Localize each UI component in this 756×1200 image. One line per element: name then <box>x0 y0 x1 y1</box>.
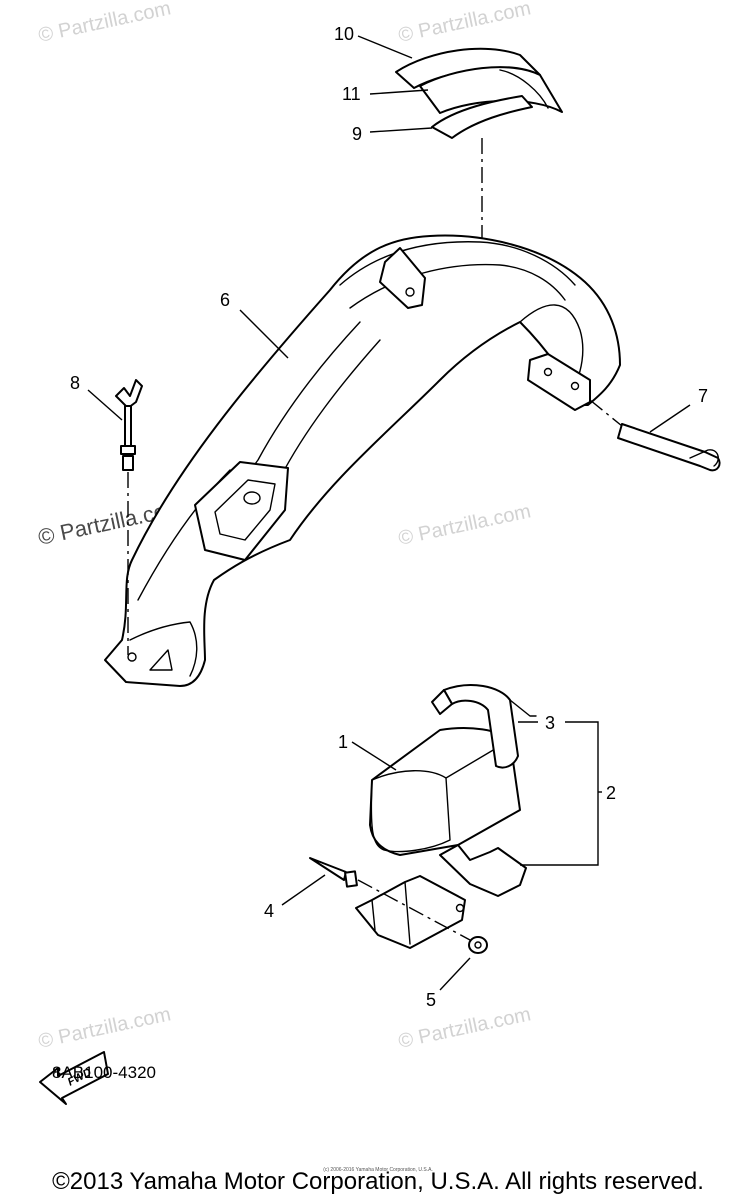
fwd-arrow: FWD <box>39 1051 109 1105</box>
battery-end-face <box>370 770 451 853</box>
bolt-8-nut <box>120 445 136 455</box>
fender-rear-bracket <box>527 353 591 411</box>
callout-11: 11 <box>342 84 361 104</box>
watermark-top-right: © Partzilla.com <box>396 0 532 47</box>
battery-1 <box>369 727 521 856</box>
watermark-mid-right: © Partzilla.com <box>396 500 532 550</box>
rod-7-center-line <box>589 399 623 427</box>
leader-lines <box>87 35 691 991</box>
leader-11 <box>369 89 429 95</box>
rod-7-body <box>617 423 721 472</box>
diagram-code: 8AB100-4320 <box>52 1063 156 1082</box>
box-tray-inner <box>371 875 459 945</box>
fender-rear-lip <box>129 621 198 677</box>
leader-10 <box>357 35 413 59</box>
callout-9: 9 <box>352 124 362 144</box>
leader-5 <box>439 957 471 991</box>
fender-flap-triangle <box>149 649 173 671</box>
bolt-8-shank <box>124 405 132 447</box>
watermark-top-left: © Partzilla.com <box>36 0 172 47</box>
callout-8: 8 <box>70 373 80 393</box>
fwd-arrow-shape <box>39 1051 109 1105</box>
box-tray-rear <box>439 844 527 897</box>
fender-lower-mount-hole <box>243 491 261 505</box>
fender-ridge-upper <box>339 241 576 286</box>
fender-upper-mount-hole <box>405 287 415 297</box>
fender-lower-mount <box>194 461 289 561</box>
battery-strap <box>431 684 537 769</box>
callout-10: 10 <box>334 24 354 44</box>
leader-4 <box>281 874 326 906</box>
box-tray-front <box>355 875 466 949</box>
bolt-8-washer <box>122 455 134 471</box>
callout-6: 6 <box>220 290 230 310</box>
callout-3: 3 <box>545 713 555 733</box>
nut-5-hole <box>474 941 482 949</box>
leader-1 <box>351 741 397 771</box>
callouts: 10 11 9 6 8 7 1 3 2 4 5 <box>70 24 708 1010</box>
rear-fender <box>104 234 621 687</box>
callout-7: 7 <box>698 386 708 406</box>
leader-2-bracket <box>520 721 599 866</box>
leader-8 <box>87 389 123 421</box>
emblem-9 <box>431 95 533 139</box>
screw-4 <box>309 857 358 888</box>
fender-body <box>104 234 621 687</box>
callout-5: 5 <box>426 990 436 1010</box>
watermark-bottom-right: © Partzilla.com <box>396 1003 532 1053</box>
battery-box <box>355 844 527 949</box>
box-bolt-hole <box>455 903 465 913</box>
fender-lower-mount-inner <box>214 479 276 541</box>
screw-4-head <box>344 870 358 888</box>
small-copyright: (c) 2006-2016 Yamaha Motor Corporation, … <box>323 1167 433 1173</box>
battery-end-edge <box>445 745 501 779</box>
screw-4-center-line <box>357 879 471 941</box>
leader-9 <box>369 127 433 133</box>
callout-1: 1 <box>338 732 348 752</box>
fender-bracket-hole-2 <box>570 381 580 391</box>
emblem-stack <box>395 47 563 139</box>
nut-5-body <box>468 936 488 954</box>
bolt-8 <box>115 379 143 471</box>
callout-4: 4 <box>264 901 274 921</box>
emblem-11-inner <box>499 69 549 109</box>
bolt-8-wing <box>115 379 143 409</box>
leader-6 <box>239 309 289 359</box>
callout-2: 2 <box>606 783 616 803</box>
copyright-notice: ©2013 Yamaha Motor Corporation, U.S.A. A… <box>52 1168 704 1195</box>
strap-band <box>443 684 519 769</box>
screw-4-tip <box>309 857 347 881</box>
watermark-bottom-left: © Partzilla.com <box>36 1003 172 1053</box>
leader-7 <box>649 404 691 433</box>
fender-flap-hole <box>127 652 137 662</box>
rod-7 <box>617 423 721 472</box>
strap-tab <box>431 689 453 715</box>
fender-center-groove-2 <box>279 339 381 479</box>
rod-7-loop <box>689 449 719 467</box>
nut-5 <box>468 936 488 954</box>
strap-tail <box>509 699 537 717</box>
fender-bracket-hole-1 <box>543 367 553 377</box>
